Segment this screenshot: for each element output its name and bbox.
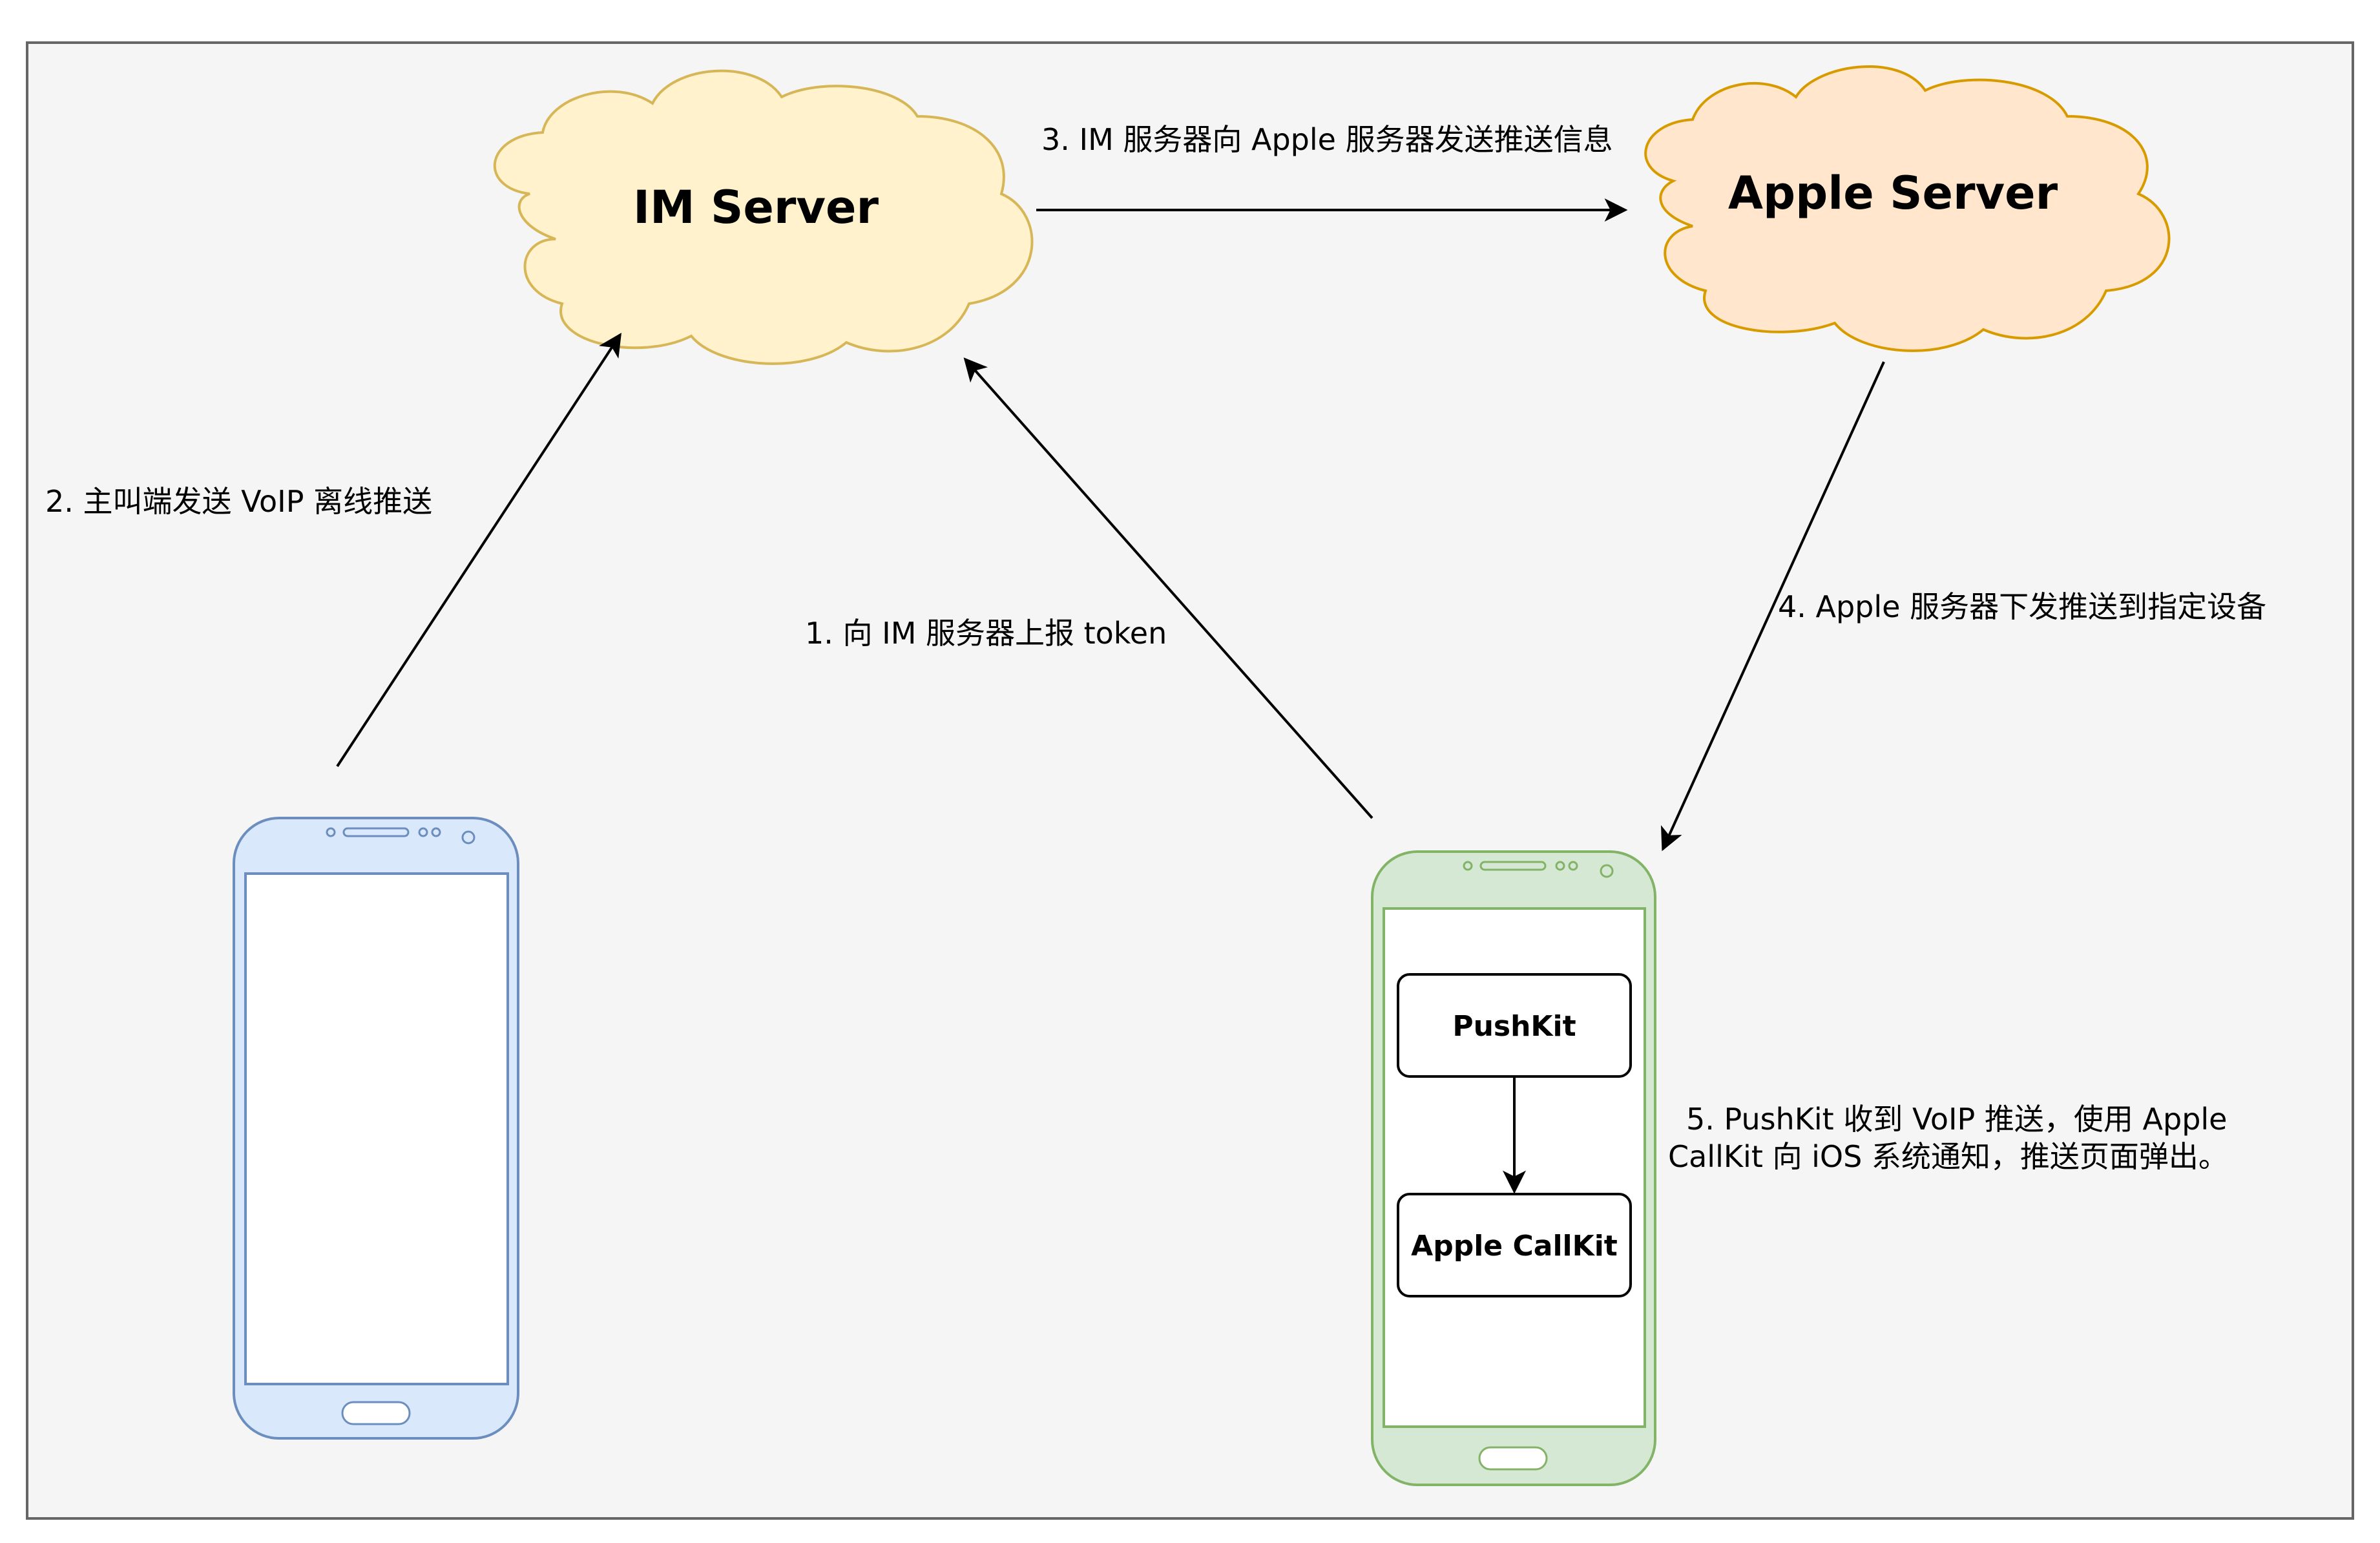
callee-phone-camera xyxy=(1463,861,1473,871)
im-server-label: IM Server xyxy=(633,181,879,234)
apple-server-cloud-shape xyxy=(1644,65,2171,352)
pushkit-box[interactable]: PushKit xyxy=(1397,973,1632,1078)
caller-phone-front-camera xyxy=(461,830,475,845)
apple-callkit-box[interactable]: Apple CallKit xyxy=(1397,1193,1632,1297)
callee-phone-speaker xyxy=(1479,861,1547,871)
step4-arrow[interactable] xyxy=(1660,361,1885,852)
step1-label: 1. 向 IM 服务器上报 token xyxy=(805,616,1167,651)
im-server-cloud-shape xyxy=(493,69,1034,365)
caller-phone[interactable] xyxy=(233,817,519,1440)
step5-label-line1: 5. PushKit 收到 VoIP 推送，使用 Apple xyxy=(1686,1102,2227,1137)
callee-phone-home-button[interactable] xyxy=(1478,1446,1548,1471)
apple-server-cloud[interactable]: Apple Server xyxy=(1644,65,2171,352)
step4-label: 4. Apple 服务器下发推送到指定设备 xyxy=(1778,589,2266,624)
apple-server-label: Apple Server xyxy=(1728,167,2058,220)
apple-callkit-label: Apple CallKit xyxy=(1411,1230,1618,1263)
step3-label: 3. IM 服务器向 Apple 服务器发送推送信息 xyxy=(1041,122,1613,157)
caller-phone-camera xyxy=(326,827,336,837)
caller-phone-home-button[interactable] xyxy=(341,1401,411,1425)
step2-label: 2. 主叫端发送 VoIP 离线推送 xyxy=(45,484,432,519)
step1-arrow[interactable] xyxy=(963,357,1373,819)
caller-phone-sensor-b xyxy=(431,827,441,837)
pushkit-label: PushKit xyxy=(1452,1010,1576,1043)
apple-callkit-box-shape xyxy=(1397,1193,1632,1297)
caller-phone-speaker xyxy=(342,827,410,837)
im-server-cloud[interactable]: IM Server xyxy=(493,69,1034,365)
callee-phone-sensor-b xyxy=(1568,861,1578,871)
step5-label-line2: CallKit 向 iOS 系统通知，推送页面弹出。 xyxy=(1668,1139,2228,1174)
caller-phone-sensor-a xyxy=(418,827,428,837)
step2-arrow[interactable] xyxy=(336,332,621,768)
callee-phone-front-camera xyxy=(1600,864,1614,878)
callee-phone[interactable]: PushKit Apple CallKit xyxy=(1371,850,1656,1486)
callee-phone-sensor-a xyxy=(1555,861,1565,871)
caller-phone-screen xyxy=(244,872,509,1385)
